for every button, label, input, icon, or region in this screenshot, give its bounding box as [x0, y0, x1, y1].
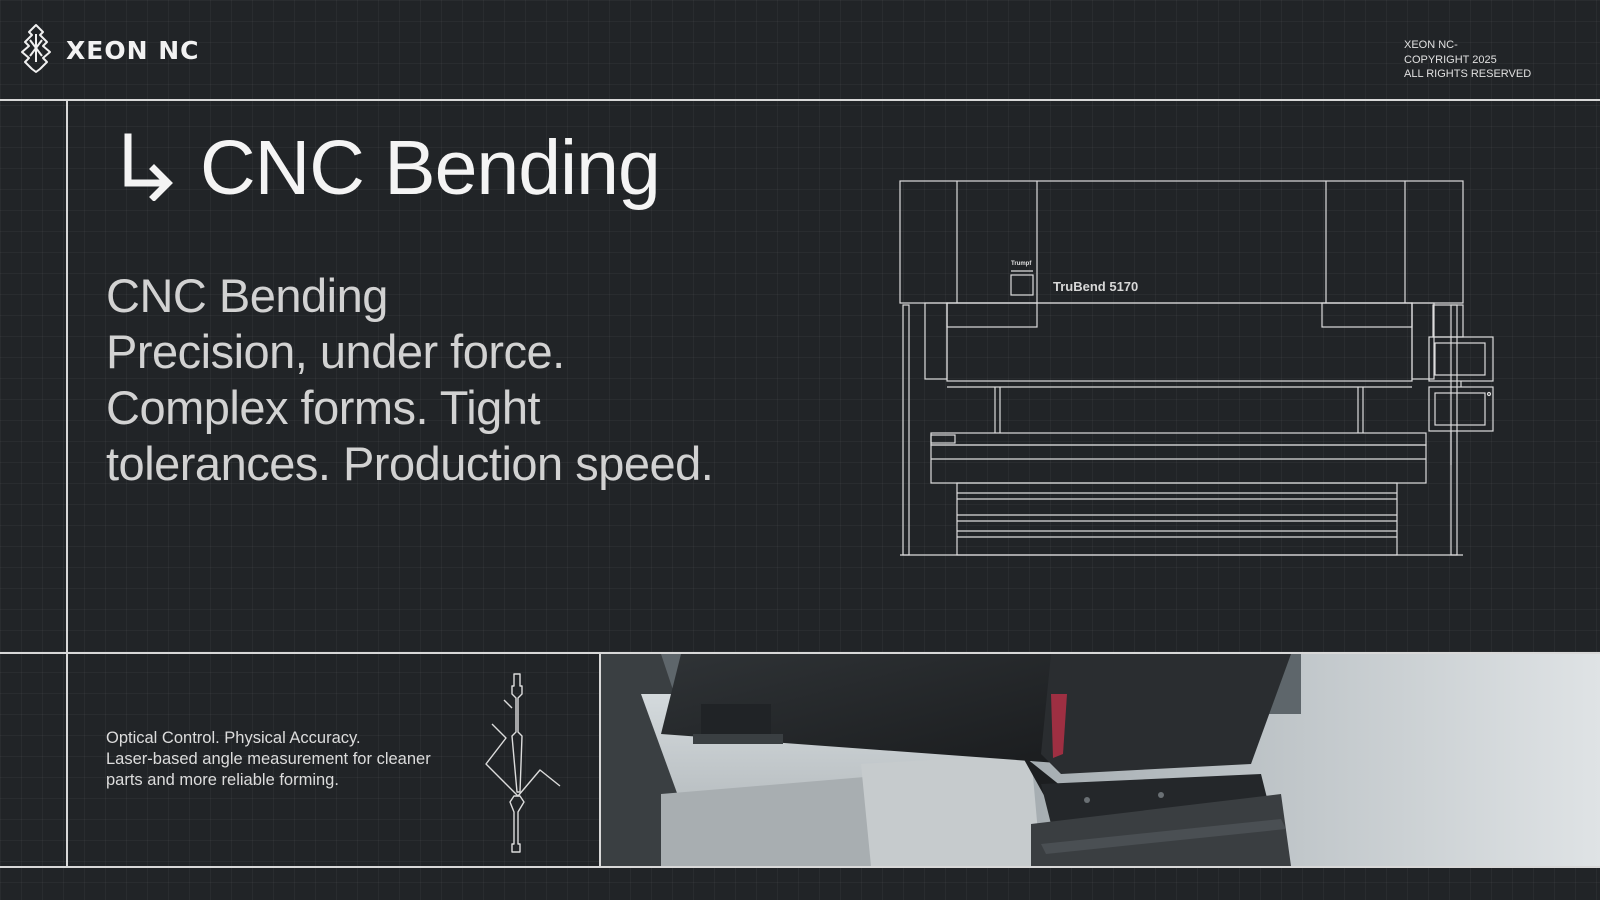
photo-divider — [599, 653, 601, 867]
copyright-notice: XEON NC- COPYRIGHT 2025 ALL RIGHTS RESER… — [1404, 38, 1531, 82]
description-line: Precision, under force. — [106, 325, 565, 378]
press-brake-photo — [601, 654, 1600, 866]
footer-divider — [0, 866, 1600, 868]
header-divider — [0, 99, 1600, 101]
feature-line: Optical Control. Physical Accuracy. — [106, 729, 361, 747]
description-line: tolerances. Production speed. — [106, 437, 714, 490]
left-column-divider — [66, 100, 68, 867]
feature-text: Optical Control. Physical Accuracy. Lase… — [106, 728, 431, 791]
bending-tool-icon — [482, 672, 566, 859]
machine-brand-label: Trumpf — [1011, 261, 1032, 267]
brand-name: XEON NC — [66, 36, 200, 65]
page-title: CNC Bending — [120, 124, 661, 213]
hero-description: CNC Bending Precision, under force. Comp… — [106, 268, 714, 492]
page-title-text: CNC Bending — [200, 125, 661, 211]
copyright-line: COPYRIGHT 2025 — [1404, 53, 1497, 66]
press-brake-drawing: Trumpf TruBend 5170 — [895, 175, 1505, 570]
feature-line: Laser-based angle measurement for cleane… — [106, 750, 431, 768]
description-line: Complex forms. Tight — [106, 381, 541, 434]
middle-divider — [0, 652, 1600, 654]
brand-logo[interactable]: XEON NC — [16, 22, 200, 79]
copyright-line: XEON NC- — [1404, 39, 1458, 51]
arrow-down-right-icon — [120, 131, 178, 206]
machine-model-label: TruBend 5170 — [1053, 279, 1139, 294]
copyright-line: ALL RIGHTS RESERVED — [1404, 68, 1532, 80]
description-line: CNC Bending — [106, 269, 388, 322]
feature-line: parts and more reliable forming. — [106, 771, 339, 789]
xeon-logo-icon — [16, 22, 56, 79]
